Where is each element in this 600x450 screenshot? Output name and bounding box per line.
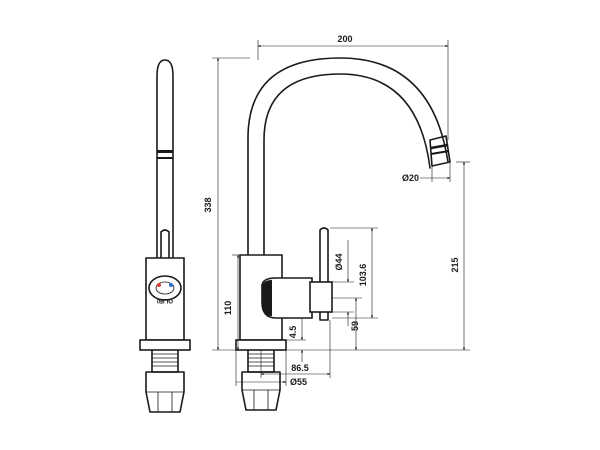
side-view: OLIBI	[139, 59, 191, 413]
side-cartridge-inner	[155, 281, 175, 295]
front-handle-collar	[309, 281, 333, 313]
dim-spout-height: 215	[450, 257, 460, 272]
side-base-plate	[139, 339, 191, 351]
side-cartridge-cap	[148, 275, 182, 301]
side-lever	[160, 229, 170, 263]
front-spout-outer	[247, 57, 449, 256]
hot-indicator-icon	[157, 283, 161, 287]
side-mounting-thread	[151, 349, 179, 373]
side-aerator-mark	[157, 150, 173, 153]
dimension-lines: 200 338 110 Ø20 215 103.6 Ø44	[203, 34, 470, 387]
dim-handle-height: 103.6	[358, 264, 368, 287]
dim-spout-outlet: Ø20	[402, 173, 419, 183]
front-view	[235, 57, 451, 411]
side-aerator-mark-2	[157, 157, 173, 159]
dim-handle-offset: 86.5	[291, 363, 309, 373]
dim-base-gap: 4.5	[288, 326, 298, 339]
cold-indicator-icon	[169, 283, 173, 287]
dim-base-diameter: Ø55	[290, 377, 307, 387]
brand-logo: OLIBI	[157, 297, 173, 303]
dim-handle-diameter: Ø44	[334, 253, 344, 270]
dim-body-height: 110	[223, 301, 233, 316]
front-base-plate	[235, 339, 287, 351]
side-spout-pipe	[156, 59, 174, 259]
front-spout-inner	[263, 73, 431, 256]
dim-total-height: 338	[203, 197, 213, 212]
side-thread-lines	[152, 353, 178, 367]
dim-total-width: 200	[337, 34, 352, 44]
dim-handle-base: 59	[350, 321, 360, 331]
front-handle-shadow	[262, 280, 272, 316]
